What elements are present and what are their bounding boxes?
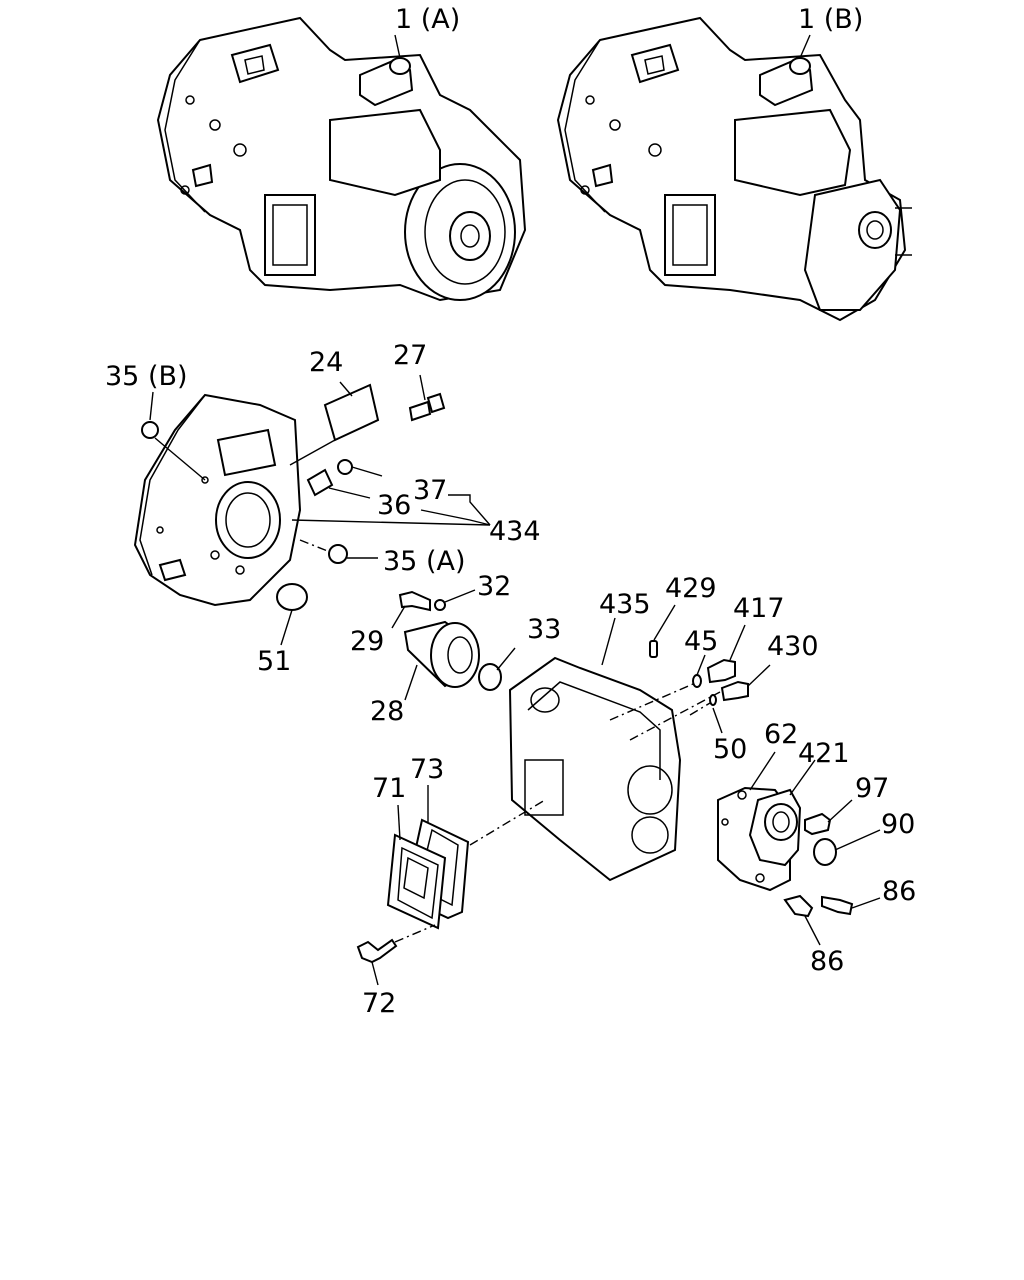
callout-435: 435 — [599, 589, 651, 620]
callout-29: 29 — [350, 626, 384, 657]
callout-417: 417 — [733, 593, 785, 624]
part-86-bolt-right — [821, 895, 854, 916]
leader-lines — [149, 34, 881, 986]
part-86-bolt-lower — [783, 894, 814, 918]
callout-72: 72 — [362, 988, 396, 1019]
callout-73: 73 — [410, 754, 444, 785]
callout-429: 429 — [665, 573, 717, 604]
part-37-plug — [337, 459, 353, 475]
callout-50: 50 — [713, 734, 747, 765]
callout-32: 32 — [477, 571, 511, 602]
part-430-plug — [720, 680, 749, 702]
part-45-oring — [692, 674, 702, 688]
callout-62: 62 — [764, 719, 798, 750]
part-35b-plug — [141, 421, 159, 439]
callout-35b: 35 (B) — [105, 361, 188, 392]
callout-24: 24 — [309, 347, 343, 378]
part-35a-plug — [328, 544, 348, 564]
callout-71: 71 — [372, 773, 406, 804]
transmission-assembly-b — [556, 16, 912, 322]
part-36-dowel — [306, 468, 334, 497]
callout-1a: 1 (A) — [395, 4, 460, 35]
part-29-bolt — [398, 590, 431, 612]
callout-421: 421 — [798, 738, 850, 769]
part-417-switch — [706, 658, 736, 684]
callout-51: 51 — [257, 646, 291, 677]
callout-90: 90 — [881, 809, 915, 840]
part-50-oring — [709, 694, 717, 706]
part-32-oring — [434, 599, 446, 611]
part-24-cover — [323, 383, 380, 442]
callout-28: 28 — [370, 696, 404, 727]
part-72-bolt — [356, 938, 398, 964]
callout-86-right: 86 — [882, 876, 916, 907]
callout-33: 33 — [527, 614, 561, 645]
part-27-bolt — [408, 392, 446, 422]
callout-430: 430 — [767, 631, 819, 662]
callout-1b: 1 (B) — [798, 4, 863, 35]
part-429-pin — [649, 640, 658, 658]
part-28-front-cover — [403, 620, 480, 688]
part-51-cover — [276, 583, 308, 611]
part-90-seal — [813, 838, 837, 866]
callout-27: 27 — [393, 340, 427, 371]
transmission-assembly-a — [156, 16, 527, 302]
callout-35a: 35 (A) — [383, 546, 465, 577]
part-71-side-cover — [386, 833, 447, 930]
assembly-lines — [299, 539, 721, 943]
part-435-transmission-case — [508, 656, 682, 882]
clutch-housing — [133, 393, 302, 607]
callout-86-lower: 86 — [810, 946, 844, 977]
callout-37: 37 — [413, 475, 447, 506]
callout-labels: 1 (A) 1 (B) 24 27 35 (B) 37 36 434 35 (A… — [105, 4, 916, 1019]
part-33-oil-seal — [478, 663, 502, 691]
callout-36: 36 — [377, 490, 411, 521]
callout-97: 97 — [855, 773, 889, 804]
callout-45: 45 — [684, 626, 718, 657]
part-421-housing — [748, 788, 802, 867]
part-97-bolt — [804, 812, 832, 836]
callout-434: 434 — [489, 516, 541, 547]
